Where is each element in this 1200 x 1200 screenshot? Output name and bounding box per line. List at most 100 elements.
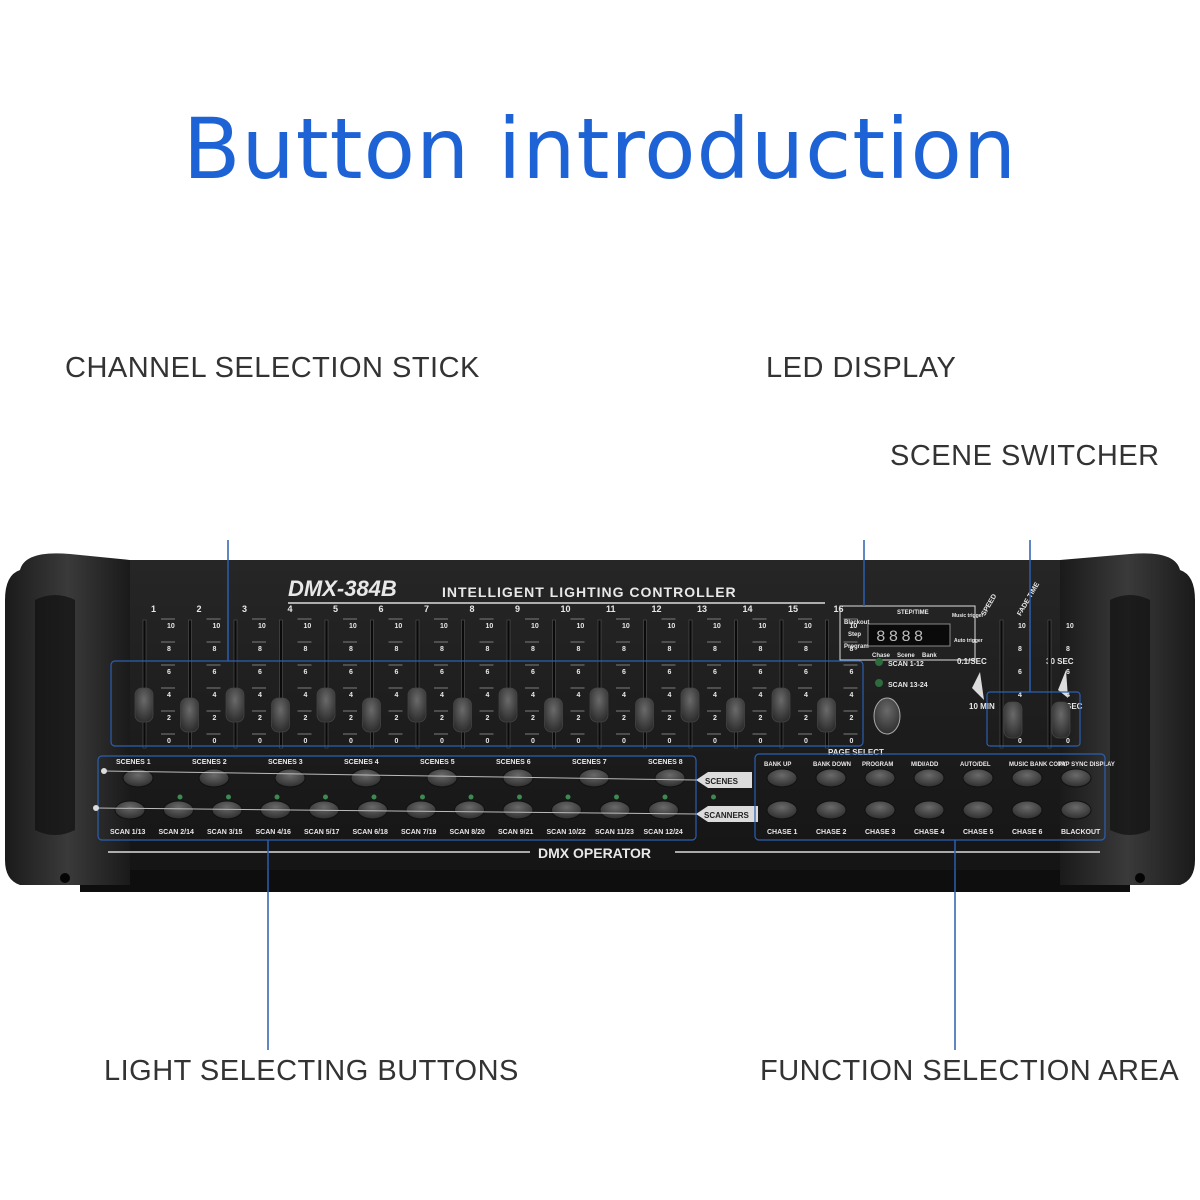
fader-scale-label: 6 (167, 669, 171, 676)
fader-track (233, 619, 238, 749)
chase-button[interactable] (766, 800, 798, 820)
channel-number: 7 (424, 604, 429, 614)
scenes-tab-label: SCENES (705, 777, 739, 786)
fader-scale-label: 0 (850, 738, 854, 745)
channel-number: 2 (197, 604, 202, 614)
fader-scale-label: 8 (486, 646, 490, 653)
scan-button[interactable] (211, 800, 243, 820)
fader-scale-label: 6 (1066, 669, 1070, 676)
scan-button[interactable] (163, 800, 194, 820)
chase-button[interactable] (1011, 800, 1043, 820)
fader-scale-label: 2 (213, 715, 217, 722)
function-button[interactable] (962, 768, 994, 788)
scan-button[interactable] (551, 800, 582, 820)
channel-fader-knob[interactable] (680, 687, 700, 723)
channel-number: 4 (288, 604, 293, 614)
channel-faders: 1108642021086420310864204108642051086420… (134, 604, 858, 749)
channel-fader-knob[interactable] (134, 687, 154, 723)
chase-button[interactable] (962, 800, 994, 820)
channel-fader-knob[interactable] (316, 687, 336, 723)
channel-fader-knob[interactable] (635, 697, 654, 733)
display-label-scene: Scene (897, 653, 915, 659)
front-edge (80, 870, 1130, 892)
channel-fader-knob[interactable] (453, 697, 472, 733)
blackout-button[interactable] (1060, 800, 1092, 820)
channel-number: 12 (652, 604, 662, 614)
scan-label: SCAN 7/19 (401, 829, 437, 836)
fader-scale-label: 2 (713, 715, 717, 722)
speed-wedge (972, 672, 984, 700)
scan-label: SCAN 8/20 (450, 829, 486, 836)
chase-button[interactable] (864, 800, 896, 820)
speed-max-label: 10 MIN (969, 702, 995, 711)
fader-scale-label: 2 (440, 715, 444, 722)
channel-fader-knob[interactable] (498, 687, 518, 723)
function-button[interactable] (766, 768, 798, 788)
fader-scale-label: 6 (850, 669, 854, 676)
chase-button[interactable] (815, 800, 847, 820)
function-label: BLACKOUT (1061, 829, 1101, 836)
speed-min-label: 0.1/SEC (957, 657, 987, 666)
scan-label: SCAN 2/14 (159, 829, 195, 836)
chase-button[interactable] (913, 800, 945, 820)
display-label-step-time: STEP/TIME (897, 610, 929, 616)
speed-fader-knob[interactable] (1003, 701, 1023, 739)
channel-fader-knob[interactable] (817, 697, 836, 733)
channel-fader-knob[interactable] (362, 697, 381, 733)
fader-scale-label: 10 (713, 623, 721, 630)
led-display-panel (839, 605, 976, 661)
channel-fader-knob[interactable] (225, 687, 245, 723)
fader-track (734, 619, 738, 749)
scan-button[interactable] (599, 800, 631, 820)
scene-button[interactable] (654, 768, 686, 788)
scenes-tab[interactable] (696, 772, 752, 788)
fader-scale-label: 2 (804, 715, 808, 722)
scan-led (177, 794, 183, 800)
channel-fader-knob[interactable] (771, 687, 791, 723)
channel-fader-knob[interactable] (589, 687, 609, 723)
scene-button[interactable] (198, 768, 230, 788)
function-button[interactable] (864, 768, 896, 788)
scan-button[interactable] (357, 800, 388, 820)
fade-min-label: 30 SEC (1046, 657, 1074, 666)
fader-scale-label: 8 (213, 646, 217, 653)
function-button[interactable] (913, 768, 945, 788)
fader-scale-label: 10 (1018, 623, 1026, 630)
function-button[interactable] (1060, 768, 1092, 788)
scan-led (420, 794, 425, 800)
channel-fader-knob[interactable] (180, 697, 199, 733)
display-label-step: Step (848, 632, 861, 638)
fader-scale-label: 4 (304, 692, 308, 699)
fade-time-fader-knob[interactable] (1051, 701, 1071, 739)
channel-fader-knob[interactable] (407, 687, 427, 723)
channel-fader-knob[interactable] (726, 697, 745, 733)
fader-scale-label: 4 (804, 692, 808, 699)
scene-label: SCENES 8 (648, 759, 683, 766)
fader-scale-label: 8 (668, 646, 672, 653)
scan-button[interactable] (502, 800, 534, 820)
fader-scale-label: 0 (1018, 738, 1022, 745)
callout-channel-selection-stick: CHANNEL SELECTION STICK (65, 352, 480, 384)
scene-button[interactable] (426, 768, 458, 788)
callout-scene-switcher: SCENE SWITCHER (890, 440, 1160, 472)
scan-label: SCAN 5/17 (304, 829, 340, 836)
scene-button[interactable] (502, 768, 534, 788)
function-button[interactable] (1011, 768, 1043, 788)
fader-scale-label: 0 (167, 738, 171, 745)
scan-button[interactable] (405, 800, 437, 820)
scan-button[interactable] (648, 800, 679, 820)
scanners-tab[interactable] (696, 806, 758, 822)
scan-button[interactable] (114, 800, 146, 820)
fader-scale-label: 10 (531, 623, 539, 630)
fader-scale-label: 10 (349, 623, 357, 630)
scan-label: SCAN 4/16 (256, 829, 292, 836)
channel-fader-knob[interactable] (544, 697, 563, 733)
page-select-knob[interactable] (873, 697, 901, 735)
scene-button[interactable] (350, 768, 382, 788)
scan-button[interactable] (454, 800, 485, 820)
channel-fader-knob[interactable] (271, 697, 290, 733)
scene-button[interactable] (122, 768, 154, 788)
fader-scale-label: 6 (668, 669, 672, 676)
function-button[interactable] (815, 768, 847, 788)
scene-button[interactable] (274, 768, 306, 788)
